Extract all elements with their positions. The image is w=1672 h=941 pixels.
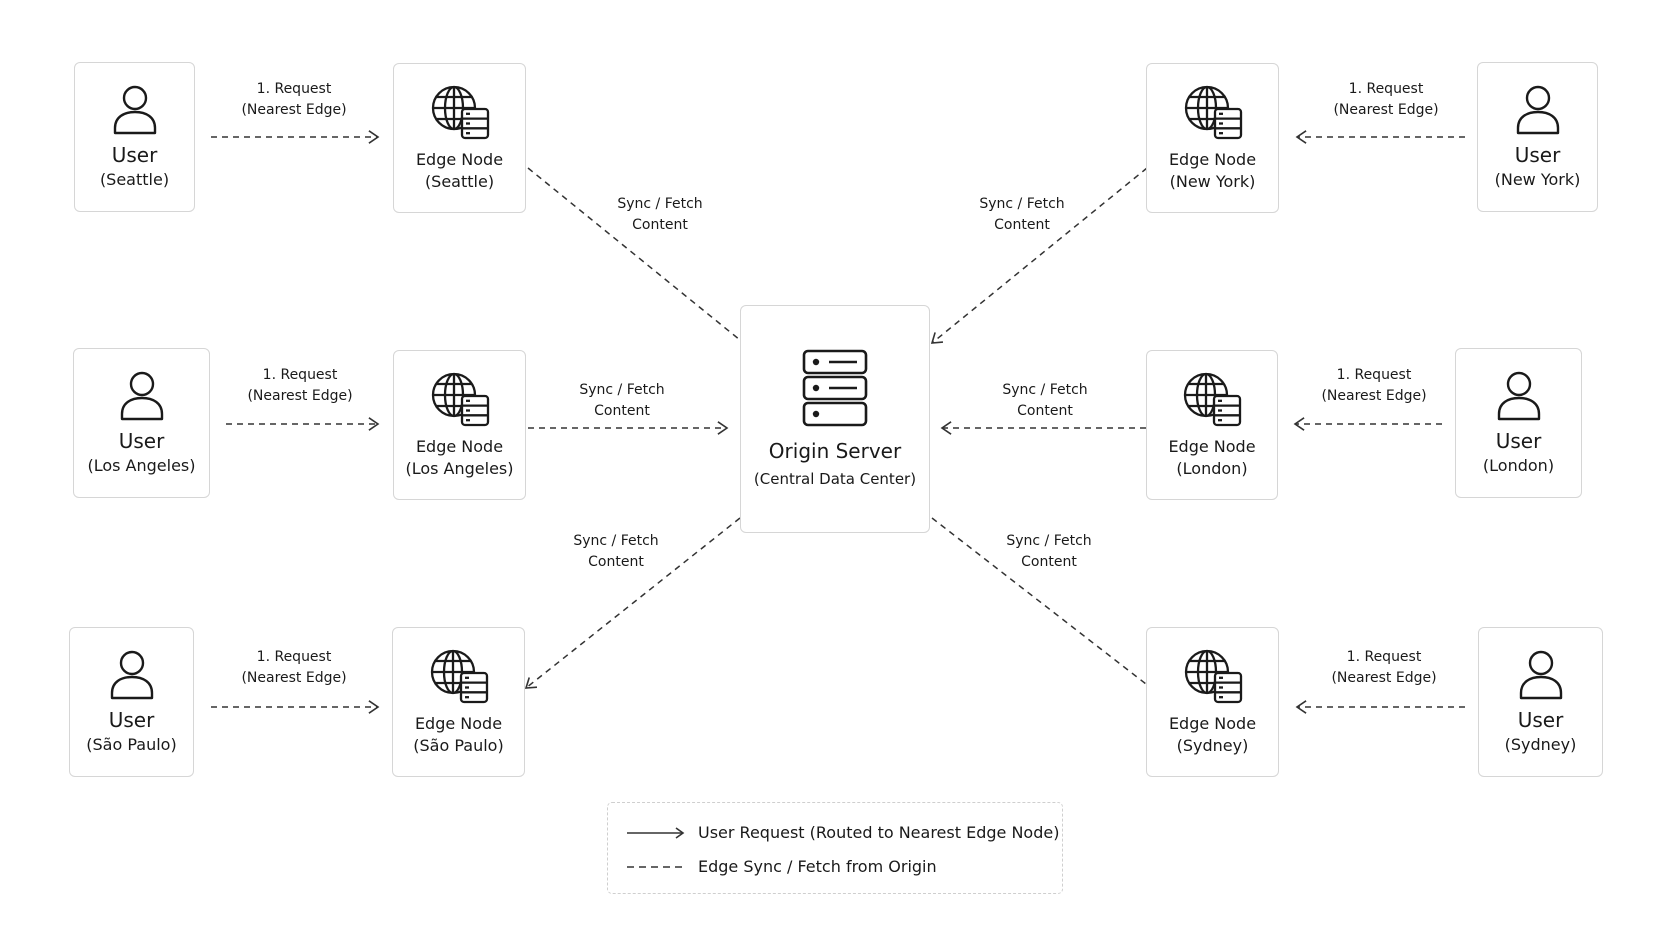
request-label-seattle: 1. Request(Nearest Edge) (241, 81, 347, 118)
request-arrow-sao-paulo-head (368, 700, 380, 714)
sync-line-new-york-head (930, 332, 944, 344)
sync-line-los-angeles-head (717, 421, 729, 435)
solid-arrow-icon (627, 826, 685, 839)
sync-line-seattle (527, 167, 741, 341)
edge-location: (Los Angeles) (405, 459, 514, 478)
origin-title: Origin Server (768, 439, 902, 463)
user-icon (1516, 85, 1559, 135)
edge-node-seattle[interactable]: Edge Node (Seattle) (393, 63, 526, 213)
user-title: User (111, 143, 158, 167)
user-location: (Sydney) (1504, 735, 1577, 754)
edge-title: Edge Node (1168, 714, 1257, 733)
edge-title: Edge Node (415, 437, 504, 456)
request-arrow-los-angeles-head (368, 417, 380, 431)
user-node-sydney[interactable]: User (Sydney) (1478, 627, 1603, 777)
globe-server-icon (1183, 372, 1242, 427)
edge-node-los-angeles[interactable]: Edge Node (Los Angeles) (393, 350, 526, 500)
dashed-line-icon (627, 865, 684, 868)
user-icon (110, 650, 153, 700)
user-title: User (108, 708, 155, 732)
user-title: User (118, 429, 165, 453)
legend-dashed-text: Edge Sync / Fetch from Origin (698, 857, 937, 876)
user-location: (New York) (1494, 170, 1581, 189)
sync-line-london-head (940, 421, 952, 435)
edge-node-sao-paulo[interactable]: Edge Node (São Paulo) (392, 627, 525, 777)
edge-title: Edge Node (415, 150, 504, 169)
edge-location: (Seattle) (424, 172, 495, 191)
request-arrow-sydney-head (1295, 700, 1307, 714)
globe-server-icon (1184, 649, 1242, 704)
origin-server[interactable]: Origin Server (Central Data Center) (740, 305, 930, 533)
user-title: User (1517, 708, 1564, 732)
request-label-los-angeles: 1. Request(Nearest Edge) (247, 367, 353, 404)
user-title: User (1495, 429, 1542, 453)
edge-title: Edge Node (414, 714, 503, 733)
user-location: (Los Angeles) (87, 456, 196, 475)
edge-title: Edge Node (1168, 150, 1257, 169)
globe-server-icon (431, 372, 489, 427)
user-node-los-angeles[interactable]: User (Los Angeles) (73, 348, 210, 498)
edge-node-sydney[interactable]: Edge Node (Sydney) (1146, 627, 1279, 777)
edge-location: (New York) (1169, 172, 1256, 191)
user-node-new-york[interactable]: User (New York) (1477, 62, 1598, 212)
user-icon (120, 371, 163, 421)
request-arrow-new-york-head (1295, 130, 1307, 144)
user-icon (1519, 650, 1562, 700)
legend-row-solid: User Request (Routed to Nearest Edge Nod… (626, 823, 1059, 842)
edge-title: Edge Node (1168, 437, 1256, 456)
user-node-london[interactable]: User (London) (1455, 348, 1582, 498)
edge-node-new-york[interactable]: Edge Node (New York) (1146, 63, 1279, 213)
globe-server-icon (1184, 85, 1242, 140)
user-node-seattle[interactable]: User (Seattle) (74, 62, 195, 212)
globe-server-icon (430, 649, 488, 704)
edge-location: (Sydney) (1176, 736, 1249, 755)
request-label-london: 1. Request(Nearest Edge) (1321, 367, 1427, 404)
sync-line-new-york (931, 167, 1148, 344)
user-icon (113, 85, 156, 135)
request-label-sao-paulo: 1. Request(Nearest Edge) (241, 649, 347, 686)
user-title: User (1514, 143, 1561, 167)
edge-location: (London) (1176, 459, 1248, 478)
request-arrow-london-head (1293, 417, 1305, 431)
request-label-sydney: 1. Request(Nearest Edge) (1331, 649, 1437, 686)
sync-line-sao-paulo (525, 517, 741, 689)
sync-line-sydney (931, 517, 1147, 685)
globe-server-icon (431, 85, 489, 140)
edge-location: (São Paulo) (413, 736, 504, 755)
edge-node-london[interactable]: Edge Node (London) (1146, 350, 1278, 500)
user-icon (1497, 371, 1540, 421)
user-location: (Seattle) (99, 170, 170, 189)
legend: User Request (Routed to Nearest Edge Nod… (607, 802, 1063, 894)
legend-row-dashed: Edge Sync / Fetch from Origin (626, 857, 937, 876)
sync-line-sao-paulo-head (524, 677, 538, 689)
user-node-sao-paulo[interactable]: User (São Paulo) (69, 627, 194, 777)
origin-subtitle: (Central Data Center) (753, 470, 917, 488)
request-arrow-seattle-head (368, 130, 380, 144)
user-location: (London) (1482, 456, 1555, 475)
server-stack-icon (802, 349, 868, 427)
request-label-new-york: 1. Request(Nearest Edge) (1333, 81, 1439, 118)
legend-solid-text: User Request (Routed to Nearest Edge Nod… (698, 823, 1060, 842)
user-location: (São Paulo) (86, 735, 177, 754)
